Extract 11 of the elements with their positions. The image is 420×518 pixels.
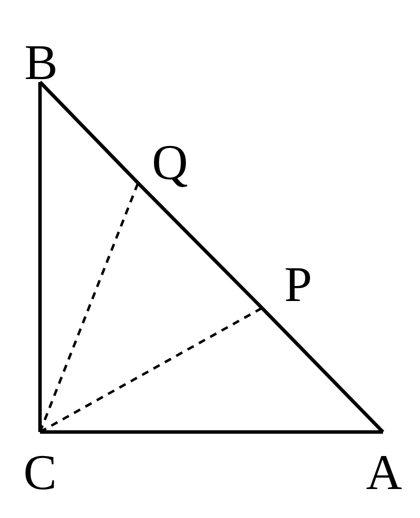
vertex-label: P [284, 262, 312, 306]
vertex-label: B [24, 40, 58, 84]
triangle-side [260, 306, 384, 434]
vertex-label: A [366, 450, 402, 494]
triangle-side [38, 82, 42, 432]
triangle-side [38, 80, 140, 184]
vertex-label: C [23, 450, 57, 494]
triangle-side [40, 430, 383, 434]
dashed-line [38, 182, 140, 432]
dashed-line [39, 306, 263, 434]
triangle-side [136, 182, 264, 310]
